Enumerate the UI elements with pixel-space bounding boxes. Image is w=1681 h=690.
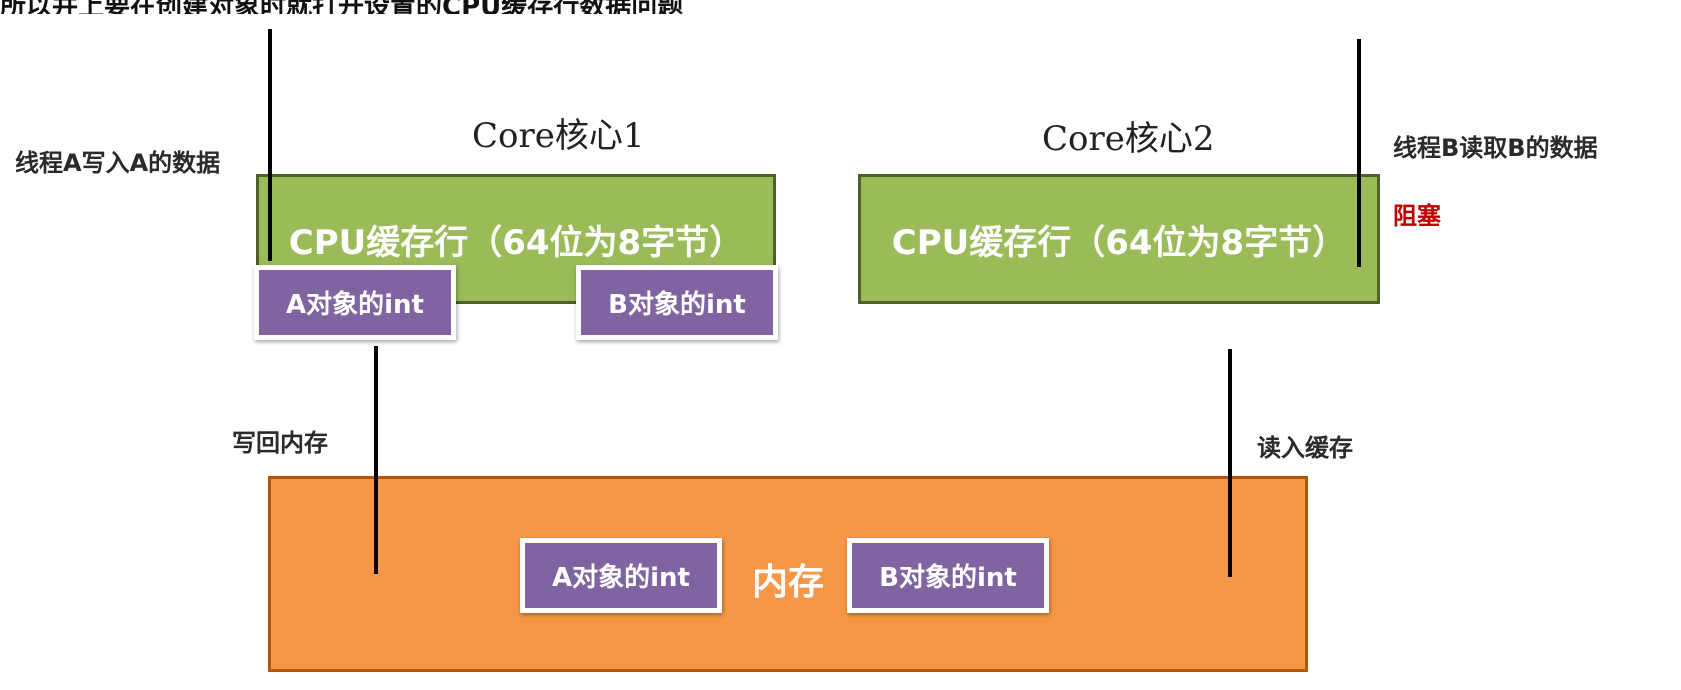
core1-object-a: A对象的int (254, 265, 456, 340)
core2-label: Core核心2 (1042, 119, 1215, 159)
thread-b-line (1357, 39, 1361, 267)
core1-cache-line-label: CPU缓存行（64位为8字节） (288, 223, 744, 263)
core1-object-b: B对象的int (576, 265, 778, 340)
memory-object-a: A对象的int (520, 538, 722, 613)
write-back-label: 写回内存 (232, 429, 328, 457)
memory-block (268, 476, 1308, 672)
core2-cache-line: CPU缓存行（64位为8字节） (858, 174, 1380, 304)
thread-b-label: 线程B读取B的数据 (1393, 134, 1598, 162)
read-in-line (1228, 349, 1232, 577)
read-in-label: 读入缓存 (1257, 434, 1353, 462)
write-back-line (374, 346, 378, 574)
header-title: 所以并上要在创建对象时就打开设置的CPU缓存行数据问题 (0, 0, 1000, 14)
core2-cache-line-label: CPU缓存行（64位为8字节） (891, 222, 1347, 263)
core1-label: Core核心1 (472, 116, 645, 156)
memory-object-b: B对象的int (847, 538, 1049, 613)
thread-a-label: 线程A写入A的数据 (15, 149, 221, 177)
memory-label: 内存 (752, 562, 825, 603)
thread-a-line (268, 29, 272, 261)
blocked-label: 阻塞 (1393, 202, 1441, 230)
